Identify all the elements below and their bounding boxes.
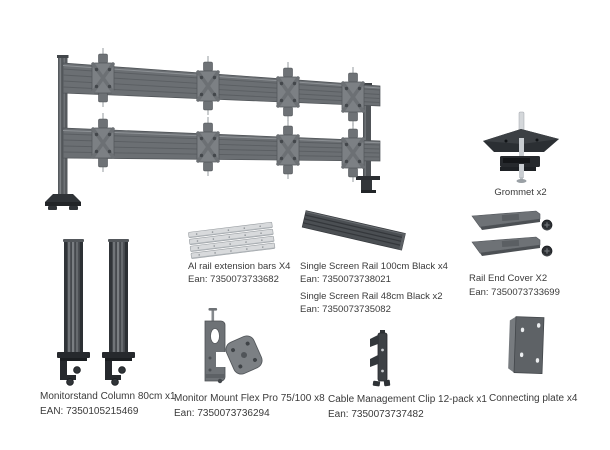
single-screen-rail-label-block: Single Screen Rail 100cm Black x4 Ean: 7… bbox=[300, 260, 448, 316]
monitor-rail-assembly-graphic bbox=[45, 46, 381, 210]
connecting-plate-render-block bbox=[501, 313, 551, 377]
single-screen-rail-48-name: Single Screen Rail 48cm Black x2 bbox=[300, 291, 443, 302]
al-extension-bars-ean: Ean: 7350073733682 bbox=[188, 274, 279, 285]
cable-clip-ean: Ean: 7350073737482 bbox=[328, 409, 424, 420]
rail-end-cover-graphic bbox=[471, 210, 553, 257]
monitorstand-column-graphic bbox=[56, 239, 136, 386]
rail-end-cover-render-block bbox=[466, 204, 562, 268]
monitorstand-column-ean: EAN: 7350105215469 bbox=[40, 406, 139, 417]
connecting-plate-graphic bbox=[508, 316, 545, 374]
cable-clip-name: Cable Management Clip 12-pack x1 bbox=[328, 394, 487, 405]
grommet-render-block bbox=[473, 100, 568, 184]
cable-clip-render-block bbox=[365, 330, 397, 388]
single-screen-rail-render-block bbox=[298, 206, 410, 262]
single-screen-rail-100-name: Single Screen Rail 100cm Black x4 bbox=[300, 261, 448, 272]
single-screen-rail-100-ean: Ean: 7350073738021 bbox=[300, 274, 391, 285]
monitorstand-column-label-block: Monitorstand Column 80cm x1 EAN: 7350105… bbox=[40, 389, 176, 419]
single-screen-rail-graphic bbox=[301, 210, 406, 251]
monitorstand-column-render-block bbox=[56, 239, 140, 391]
monitorstand-column-name: Monitorstand Column 80cm x1 bbox=[40, 391, 176, 402]
flex-pro-mount-label-block: Monitor Mount Flex Pro 75/100 x8 Ean: 73… bbox=[174, 391, 325, 421]
rail-end-cover-label-block: Rail End Cover X2 Ean: 7350073733699 bbox=[469, 272, 560, 300]
rail-end-cover-ean: Ean: 7350073733699 bbox=[469, 287, 560, 298]
al-extension-bars-label-block: Al rail extension bars X4 Ean: 735007373… bbox=[188, 260, 290, 286]
single-screen-rail-48-ean: Ean: 7350073735082 bbox=[300, 304, 391, 315]
flex-pro-mount-name: Monitor Mount Flex Pro 75/100 x8 bbox=[174, 393, 325, 404]
assembly-render-block bbox=[30, 10, 470, 215]
flex-pro-mount-render-block bbox=[196, 308, 274, 388]
grommet-label: Grommet x2 bbox=[494, 187, 547, 198]
cable-clip-label-block: Cable Management Clip 12-pack x1 Ean: 73… bbox=[328, 392, 487, 422]
flex-pro-mount-ean: Ean: 7350073736294 bbox=[174, 408, 270, 419]
connecting-plate-name: Connecting plate x4 bbox=[489, 393, 578, 404]
rail-end-cover-name: Rail End Cover X2 bbox=[469, 273, 548, 284]
grommet-clamp-graphic bbox=[483, 111, 559, 183]
cable-clip-graphic bbox=[370, 330, 391, 387]
flex-pro-mount-graphic bbox=[204, 308, 263, 384]
al-extension-bars-name: Al rail extension bars X4 bbox=[188, 261, 291, 272]
